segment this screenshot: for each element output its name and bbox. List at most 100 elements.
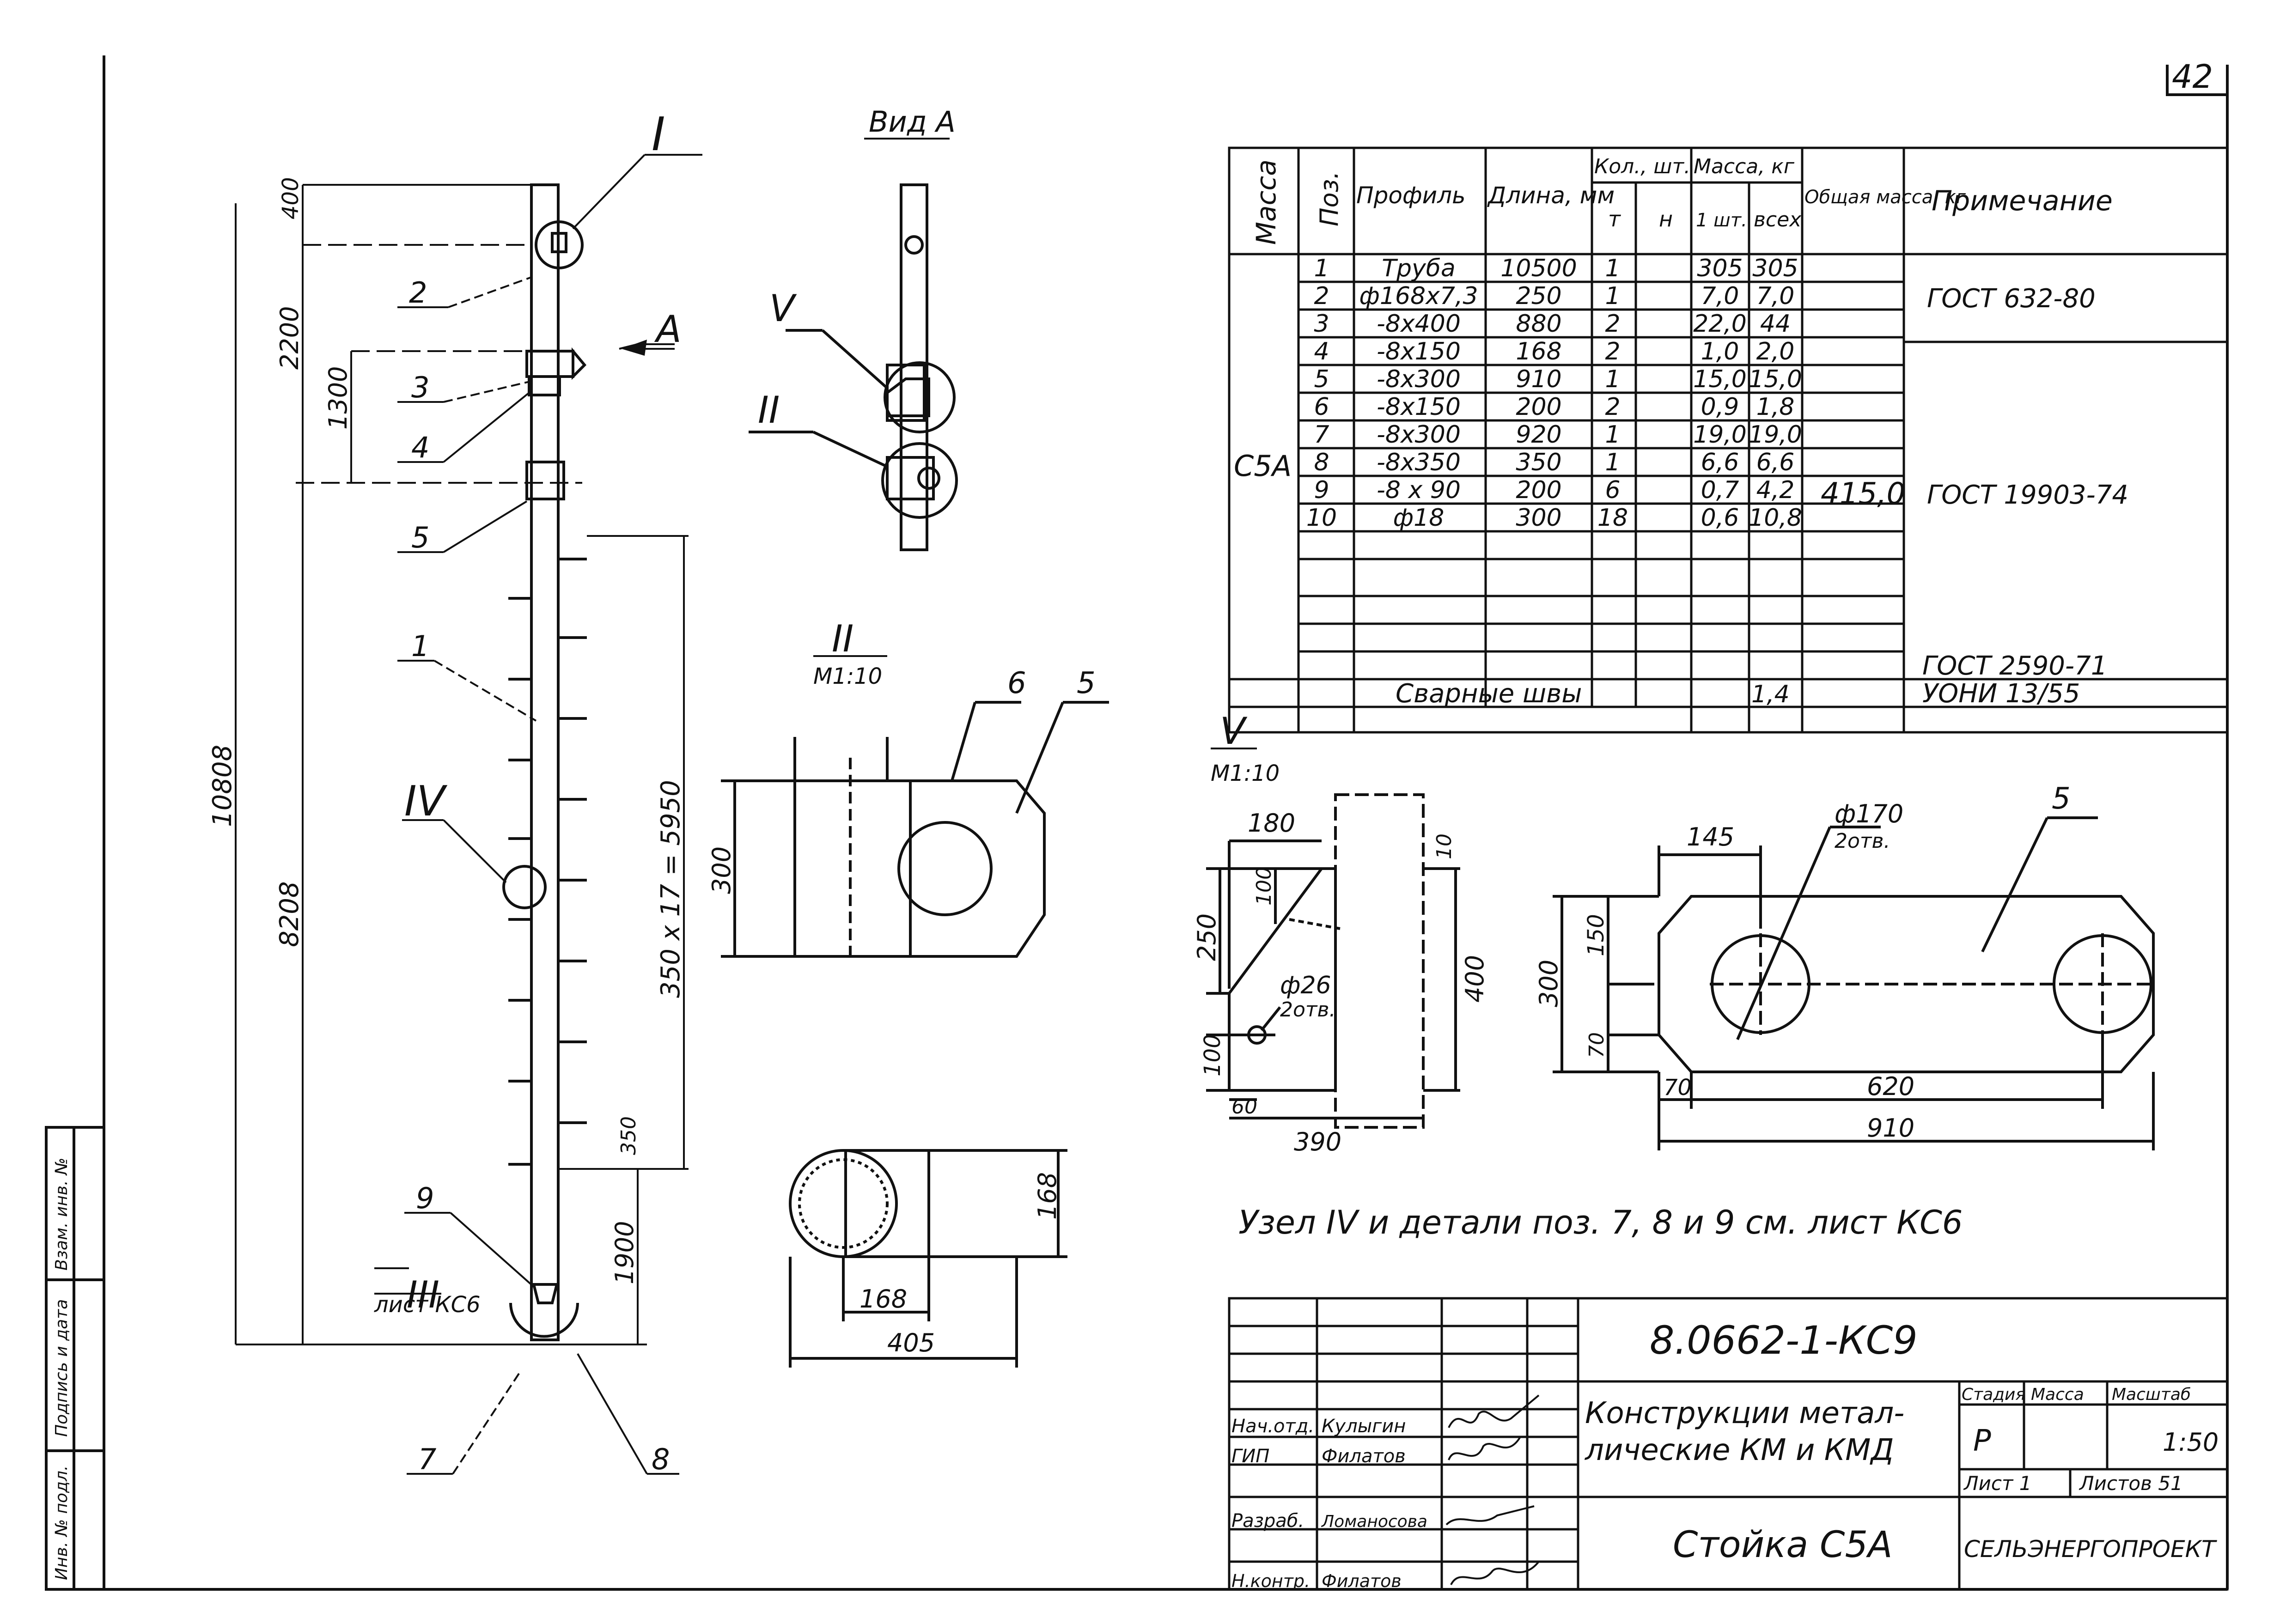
detail-V-hole: ф26 xyxy=(1280,972,1331,999)
dim-2200: 2200 xyxy=(275,306,304,370)
spec-cell-pos: 10 xyxy=(1306,504,1337,532)
spec-cell-profile: -8x400 xyxy=(1377,310,1461,338)
sheet-number-box xyxy=(2166,65,2227,96)
name-developer: Ломаносова xyxy=(1321,1512,1427,1531)
spec-cell-pos: 3 xyxy=(1314,310,1329,338)
plate-dim-300: 300 xyxy=(1534,960,1563,1007)
spec-cell-profile: -8x150 xyxy=(1377,393,1461,421)
spec-cell-profile: ф18 xyxy=(1393,504,1445,532)
detail-V-dim-400: 400 xyxy=(1460,955,1489,1003)
detail-II-hole xyxy=(897,821,993,916)
spec-cell-length: 920 xyxy=(1516,421,1561,449)
spec-cell-t: 1 xyxy=(1605,365,1620,393)
spec-cell-t: 1 xyxy=(1605,282,1620,310)
column-tube xyxy=(530,183,560,1341)
org-name: СЕЛЬЭНЕРГОПРОЕКТ xyxy=(1964,1536,2217,1563)
spec-cell-all: 44 xyxy=(1760,310,1791,338)
detail-II-pos-5: 5 xyxy=(1077,666,1096,700)
hdr-length: Длина, мм xyxy=(1487,182,1615,209)
role-developer: Разраб. xyxy=(1231,1510,1304,1532)
dim-10808: 10808 xyxy=(207,745,238,827)
doc-title-line1: Конструкции метал- xyxy=(1585,1396,1904,1430)
mass-header: Масса xyxy=(2031,1385,2084,1404)
detail-V-dim-60: 60 xyxy=(1231,1095,1257,1119)
hdr-note: Примечание xyxy=(1932,185,2113,217)
detail-II-dim-405: 405 xyxy=(887,1328,935,1357)
plate-outline xyxy=(1658,895,2155,1073)
spec-cell-t: 1 xyxy=(1605,255,1620,282)
spec-cell-length: 350 xyxy=(1516,449,1561,476)
signatures xyxy=(1445,1394,1540,1585)
detail-V-dim-100-bottom: 100 xyxy=(1200,1034,1225,1077)
ladder-rungs xyxy=(508,558,587,1166)
detail-II-scale: М1:10 xyxy=(813,663,882,689)
spec-cell-t: 6 xyxy=(1605,476,1620,504)
spec-cell-one: 22,0 xyxy=(1693,310,1747,338)
spec-cell-pos: 9 xyxy=(1314,476,1329,504)
spec-cell-all: 2,0 xyxy=(1756,338,1795,365)
name-head-dept: Кулыгин xyxy=(1322,1416,1406,1437)
detail-II-pos-6: 6 xyxy=(1007,666,1026,700)
hdr-profile: Профиль xyxy=(1356,182,1466,209)
spec-cell-length: 200 xyxy=(1516,393,1561,421)
note-uoni: УОНИ 13/55 xyxy=(1922,679,2080,709)
scale-value: 1:50 xyxy=(2163,1428,2219,1457)
dim-5950: 350 x 17 = 5950 xyxy=(656,780,686,998)
spec-cell-all: 15,0 xyxy=(1749,365,1802,393)
spec-table: Масса Поз. Профиль Длина, мм Кол., шт. т… xyxy=(1228,146,2229,734)
spec-cell-all: 1,8 xyxy=(1756,393,1795,421)
callout-circle-V xyxy=(884,361,956,433)
detail-V-scale: М1:10 xyxy=(1211,760,1280,786)
spec-cell-pos: 2 xyxy=(1314,282,1329,310)
detail-V-hole-count: 2отв. xyxy=(1280,998,1335,1022)
hdr-mass-one: 1 шт. xyxy=(1696,210,1747,231)
dim-1300: 1300 xyxy=(323,366,353,430)
sheets-label: Листов 51 xyxy=(2079,1472,2183,1495)
title-block: 8.0662-1-КС9 Конструкции метал- лические… xyxy=(1228,1297,2229,1591)
spec-cell-one: 0,9 xyxy=(1701,393,1739,421)
spec-cell-length: 910 xyxy=(1516,365,1561,393)
doc-code: 8.0662-1-КС9 xyxy=(1650,1318,1918,1363)
spec-cell-one: 6,6 xyxy=(1701,449,1739,476)
plate-dim-70: 70 xyxy=(1664,1075,1692,1101)
spec-cell-profile: ф168x7,3 xyxy=(1359,282,1478,310)
spec-cell-one: 0,7 xyxy=(1701,476,1739,504)
spec-cell-all: 10,8 xyxy=(1749,504,1802,532)
arrow-a-label: А xyxy=(654,308,682,351)
spec-cell-length: 880 xyxy=(1516,310,1561,338)
dim-8208: 8208 xyxy=(274,881,305,947)
detail-V-gusset xyxy=(1228,867,1337,1092)
detail-II: II М1:10 300 6 5 xyxy=(707,617,1109,1368)
spec-cell-length: 300 xyxy=(1516,504,1561,532)
callout-label-IV: IV xyxy=(404,777,448,826)
pos-label-8: 8 xyxy=(652,1442,670,1476)
spec-cell-profile: Труба xyxy=(1382,255,1455,282)
spec-cell-one: 19,0 xyxy=(1693,421,1747,449)
sheet-label: Лист 1 xyxy=(1963,1472,2032,1495)
plate-dim-620: 620 xyxy=(1867,1072,1914,1101)
hdr-mass: Масса xyxy=(1250,159,1282,245)
callout-label-I: I xyxy=(652,107,665,161)
plate-hole-count: 2отв. xyxy=(1835,829,1890,853)
spec-cell-pos: 1 xyxy=(1314,255,1329,282)
detail-II-dim-168-vert: 168 xyxy=(1033,1172,1062,1220)
dim-350: 350 xyxy=(617,1116,640,1155)
scale-header: Масштаб xyxy=(2112,1385,2191,1404)
spec-cell-profile: -8 x 90 xyxy=(1377,476,1461,504)
weld-label: Сварные швы xyxy=(1396,679,1582,709)
plate-pos-label: 5 xyxy=(2052,782,2071,816)
role-norm-control: Н.контр. xyxy=(1231,1571,1310,1591)
spec-cell-one: 305 xyxy=(1697,255,1743,282)
hdr-qty-t: т xyxy=(1608,207,1621,231)
spec-cell-pos: 6 xyxy=(1314,393,1329,421)
spec-cell-all: 7,0 xyxy=(1756,282,1795,310)
doc-title-line2: лические КМ и КМД xyxy=(1584,1433,1894,1467)
spec-cell-profile: -8x150 xyxy=(1377,338,1461,365)
callout-circle-II xyxy=(881,442,958,519)
spec-cell-t: 1 xyxy=(1605,421,1620,449)
callout-circle-IV xyxy=(502,865,547,909)
spec-cell-all: 4,2 xyxy=(1756,476,1795,504)
spec-cell-length: 200 xyxy=(1516,476,1561,504)
